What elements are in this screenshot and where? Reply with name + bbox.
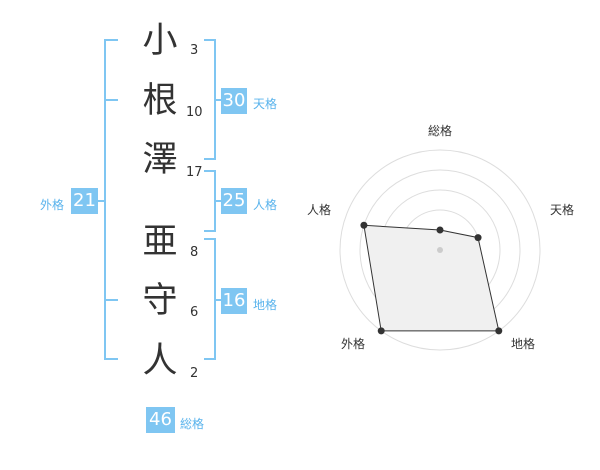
radar-point-1 — [474, 234, 482, 242]
stroke-count-2: 10 — [186, 105, 203, 120]
name-char-4: 亜 — [142, 222, 178, 262]
gaikaku-bracket — [104, 39, 118, 360]
soukaku-badge: 46 — [146, 407, 175, 433]
radar-area — [363, 224, 500, 332]
tenkaku-badge: 30 — [221, 88, 247, 114]
stroke-count-1: 3 — [190, 43, 199, 58]
stroke-count-4: 8 — [190, 245, 199, 260]
jinkaku-badge: 25 — [221, 188, 247, 214]
chikaku-badge: 16 — [221, 288, 247, 314]
radar-axis-tenkaku: 天格 — [550, 203, 575, 217]
radar-axis-gaikaku: 外格 — [341, 337, 366, 351]
stroke-count-5: 6 — [190, 305, 199, 320]
name-char-2: 根 — [142, 81, 178, 121]
radar-axis-chikaku: 地格 — [511, 337, 536, 351]
tenkaku-label: 天格 — [253, 97, 278, 111]
stroke-count-3: 17 — [186, 165, 203, 180]
stroke-count-6: 2 — [190, 366, 199, 381]
name-char-1: 小 — [142, 21, 178, 61]
soukaku-label: 総格 — [180, 417, 205, 431]
radar-center — [437, 247, 443, 253]
radar-point-0 — [436, 226, 444, 234]
radar-point-3 — [377, 327, 385, 335]
name-char-5: 守 — [142, 281, 178, 321]
name-char-3: 澤 — [142, 140, 178, 180]
jinkaku-label: 人格 — [253, 198, 278, 212]
gaikaku-badge: 21 — [71, 188, 98, 214]
radar-ring-5 — [339, 149, 541, 351]
name-char-6: 人 — [142, 341, 178, 381]
radar-points — [360, 221, 503, 335]
gaikaku-label: 外格 — [40, 198, 65, 212]
radar-point-2 — [495, 327, 503, 335]
radar-point-4 — [360, 221, 368, 229]
chikaku-label: 地格 — [253, 298, 278, 312]
radar-axis-soukaku: 総格 — [428, 124, 453, 138]
radar-axis-jinkaku: 人格 — [307, 203, 332, 217]
